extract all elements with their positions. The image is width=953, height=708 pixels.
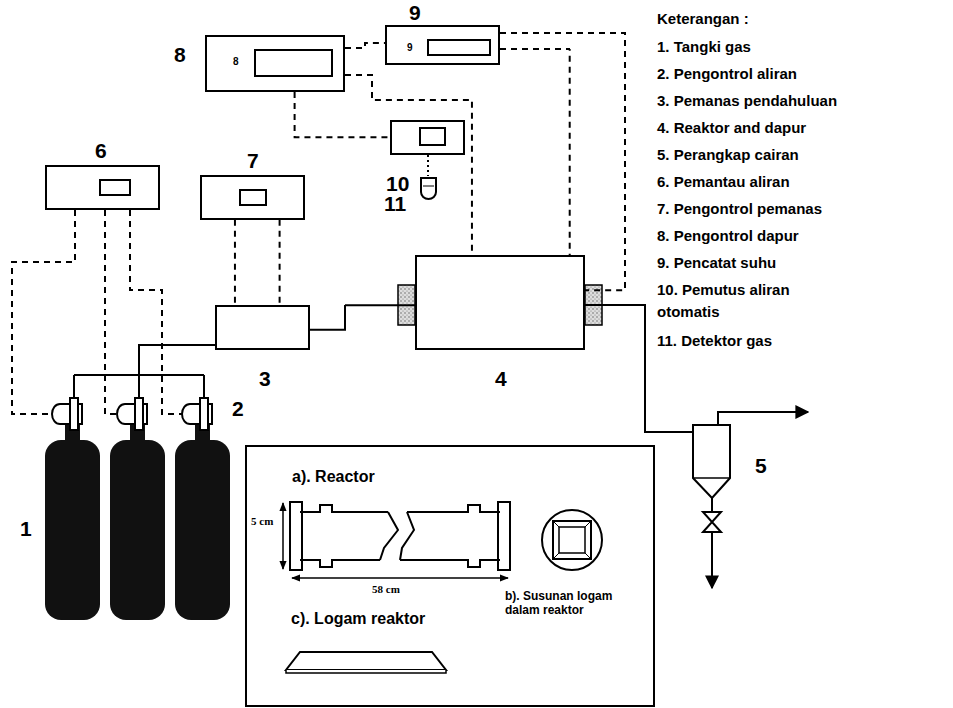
legend-item: 2. Pengontrol aliran xyxy=(657,63,797,85)
metal-arrangement-drawing xyxy=(542,510,602,570)
callout-number: 4 xyxy=(495,367,507,391)
legend-item: 9. Pencatat suhu xyxy=(657,252,776,274)
inset-panel: a). Reactor 5 cm 58 cm b). Susunan logam da… xyxy=(245,445,655,707)
gas-tank xyxy=(45,424,230,620)
reactor-tube-drawing xyxy=(380,512,398,560)
display-window xyxy=(100,180,130,195)
flow-valve xyxy=(200,398,208,430)
flow-valve xyxy=(70,398,78,430)
auto-cutoff-box: 10 xyxy=(390,120,465,155)
node-text: 5 cm xyxy=(251,515,273,528)
liquid-trap xyxy=(693,425,730,532)
metal-plate-drawing xyxy=(286,652,446,670)
node-text: 8 xyxy=(233,56,239,68)
callout-number: 6 xyxy=(95,139,107,163)
metal-arrangement-drawing xyxy=(542,510,602,570)
signal-wire xyxy=(500,49,570,255)
node-text: 9 xyxy=(407,42,413,54)
display-window xyxy=(240,190,266,205)
callout-number: 3 xyxy=(259,367,271,391)
display-window xyxy=(255,50,332,76)
gas-tank xyxy=(110,440,165,620)
signal-wire xyxy=(12,155,428,414)
metal-plate-drawing xyxy=(286,670,446,673)
legend-heading: Keterangan : xyxy=(657,8,749,30)
gas-detector xyxy=(421,178,436,199)
metal-arrangement-drawing xyxy=(553,521,591,559)
gas-tank xyxy=(45,440,100,620)
flow-valve xyxy=(135,398,143,430)
callout-number: 8 xyxy=(174,43,186,67)
node-text: 58 cm xyxy=(372,583,400,596)
temperature-recorder-box: 99 xyxy=(385,25,500,65)
outlet-pipe xyxy=(585,305,693,432)
gas-pipe xyxy=(310,305,415,330)
signal-wire xyxy=(427,155,429,176)
callout-number: 2 xyxy=(232,398,244,420)
callout-number: 7 xyxy=(247,149,259,173)
legend-item: 1. Tangki gas xyxy=(657,36,751,58)
callout-number: 9 xyxy=(409,1,421,25)
reactor-tube-drawing xyxy=(400,512,414,560)
legend-item: 8. Pengontrol dapur xyxy=(657,225,799,247)
flow-valve xyxy=(52,398,212,430)
legend-item: 3. Pemanas pendahuluan xyxy=(657,90,837,112)
display-window xyxy=(428,40,490,55)
node-text: c). Logam reaktor xyxy=(291,610,425,628)
legend-item: 6. Pemantau aliran xyxy=(657,171,790,193)
liquid-trap xyxy=(693,477,730,479)
legend-item: 11. Detektor gas xyxy=(657,330,772,352)
reactor-tube-drawing xyxy=(498,502,510,570)
callout-number: 11 xyxy=(384,193,406,215)
liquid-trap xyxy=(703,512,721,532)
metal-arrangement-drawing xyxy=(553,521,591,559)
heater-controller-box: 7 xyxy=(200,175,305,220)
node-text: a). Reactor xyxy=(292,468,375,486)
furnace-controller-box: 88 xyxy=(205,35,345,92)
signal-wire xyxy=(12,210,75,414)
display-window xyxy=(420,128,445,145)
liquid-trap xyxy=(693,425,730,498)
gas-tank xyxy=(175,440,230,620)
reactor-tube-drawing xyxy=(400,505,500,567)
signal-wire xyxy=(345,43,385,48)
signal-wire xyxy=(295,92,390,137)
reactor-furnace-box: 4 xyxy=(415,255,585,350)
signal-wire xyxy=(105,210,117,414)
dimension-arrow xyxy=(283,503,508,578)
gas-detector xyxy=(423,186,434,187)
outlet-pipe xyxy=(718,412,808,425)
metal-plate-drawing xyxy=(286,652,446,673)
signal-wire xyxy=(279,220,281,305)
dimension-arrow xyxy=(282,503,284,569)
legend-item: 10. Pemutus aliran otomatis xyxy=(657,279,832,323)
legend-item: 7. Pengontrol pemanas xyxy=(657,198,822,220)
preheater-box: 3 xyxy=(215,305,310,350)
node-text: b). Susunan logam dalam reaktor xyxy=(505,590,645,618)
callout-number: 5 xyxy=(755,455,767,477)
reactor-cap xyxy=(398,285,602,325)
gas-line xyxy=(74,345,215,398)
dimension-arrow xyxy=(292,577,508,579)
reactor-tube-drawing xyxy=(300,505,388,567)
gas-line xyxy=(74,345,215,398)
reactor-tube-drawing xyxy=(290,502,510,570)
signal-wire xyxy=(500,33,625,290)
signal-wire xyxy=(234,220,236,305)
callout-number: 1 xyxy=(20,518,32,540)
gas-detector xyxy=(421,178,436,199)
signal-wire xyxy=(130,210,182,414)
legend-item: 5. Perangkap cairan xyxy=(657,144,799,166)
flow-monitor-box: 6 xyxy=(45,165,160,210)
signal-wire xyxy=(345,75,472,255)
legend-item: 4. Reaktor and dapur xyxy=(657,117,806,139)
reactor-tube-drawing xyxy=(290,502,302,570)
metal-arrangement-drawing xyxy=(559,527,585,553)
